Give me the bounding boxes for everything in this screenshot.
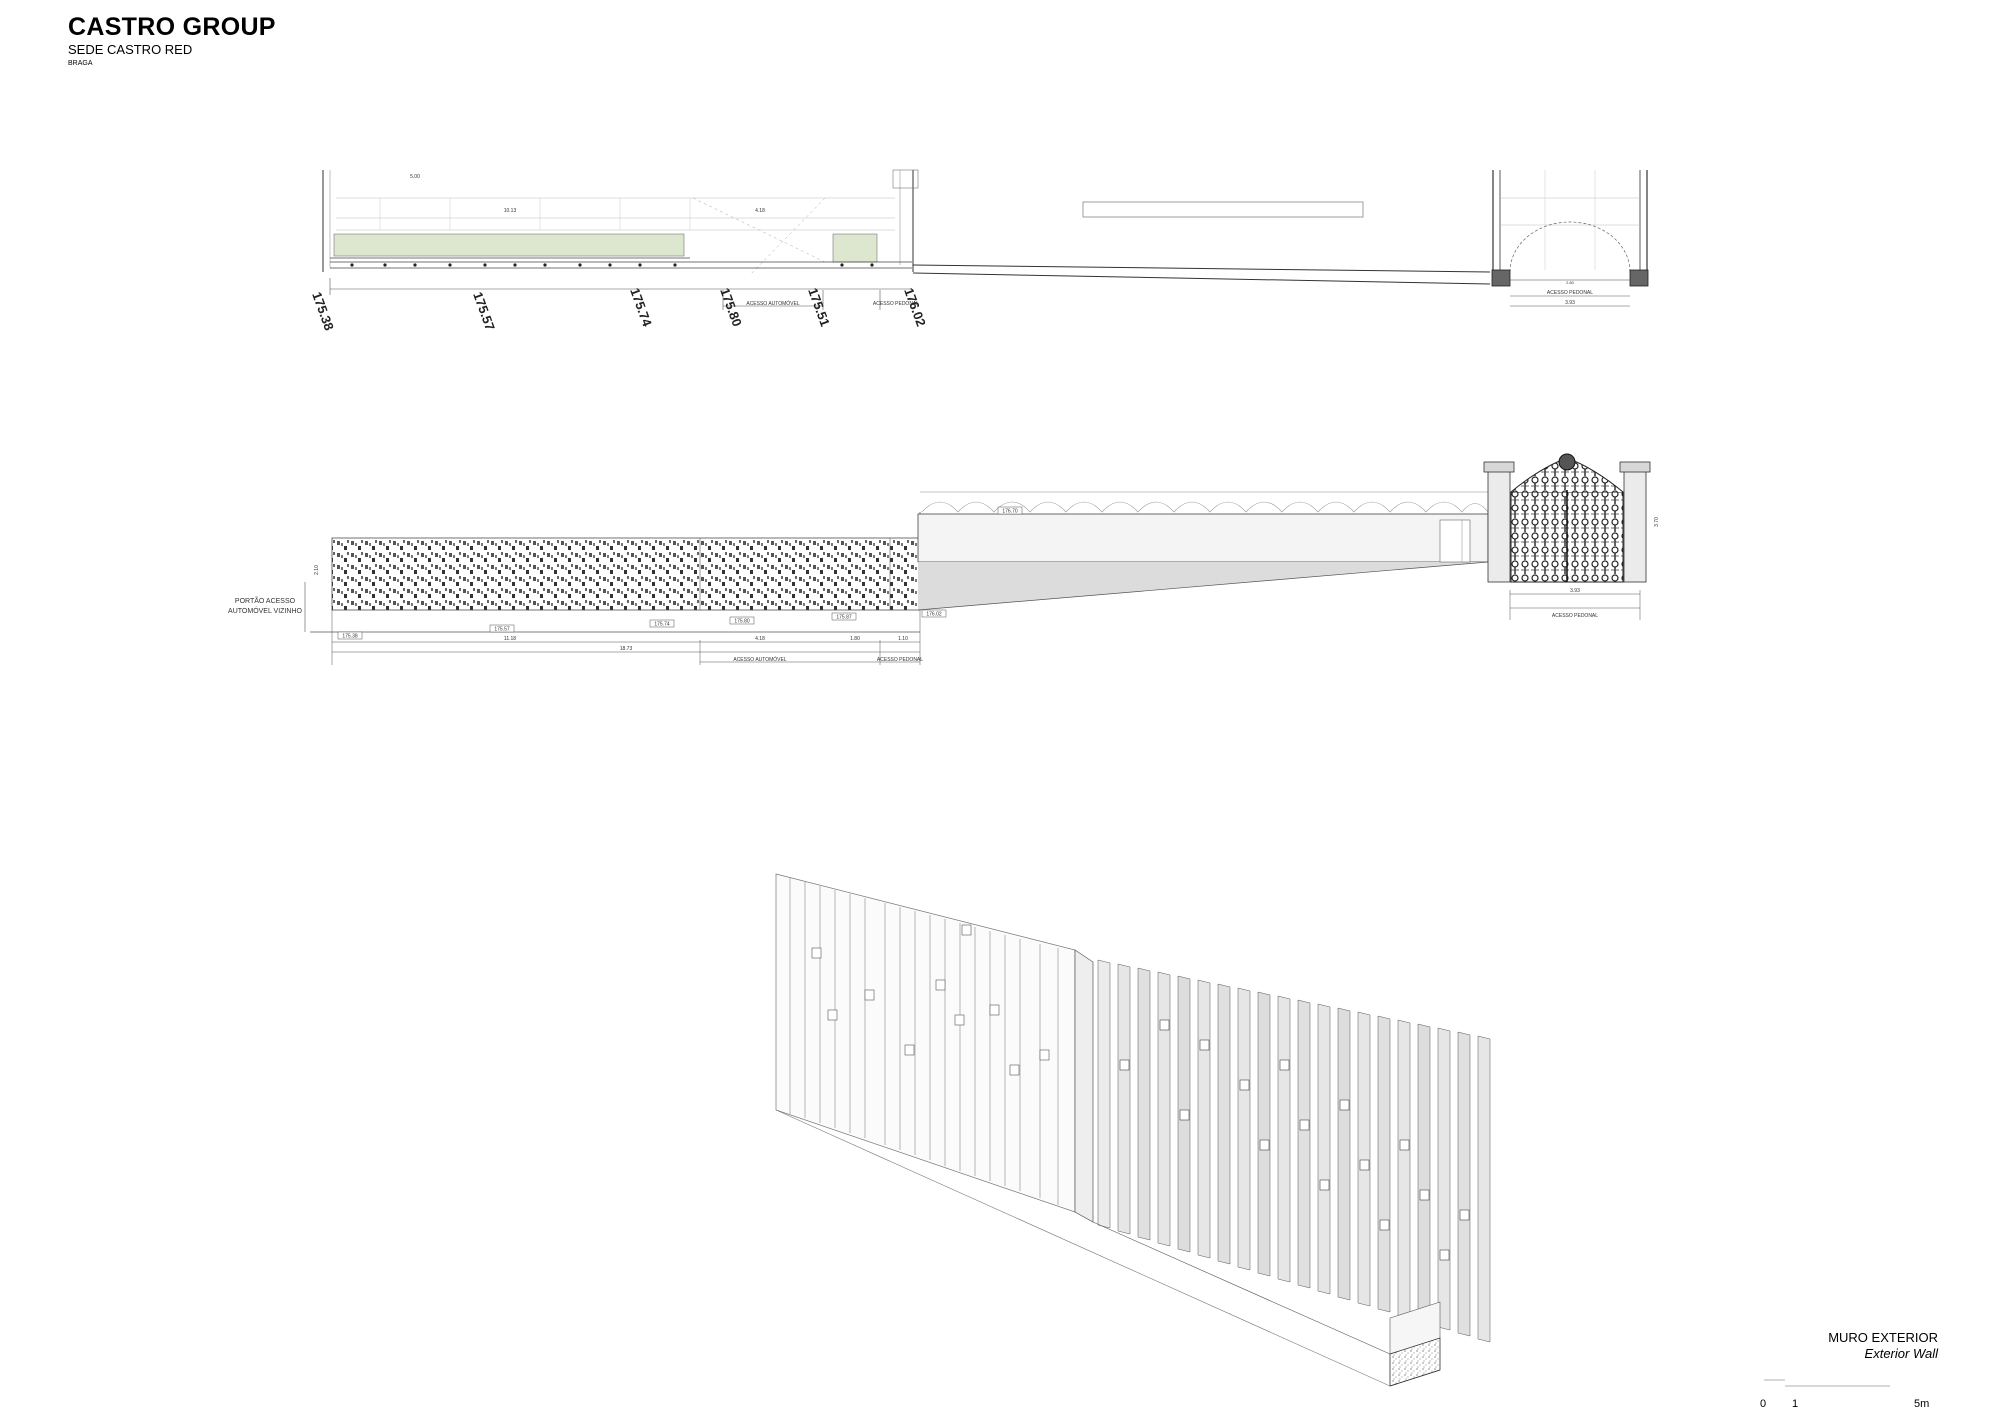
plan-gate-inner: 2.80 xyxy=(1566,280,1575,285)
scale-label-0: 0 xyxy=(1760,1398,1766,1410)
scale-bar: 0 1 5m xyxy=(1760,1379,1929,1410)
plan-post-dots xyxy=(350,263,874,267)
elev-access-ped: ACESSO PEDONAL xyxy=(1552,613,1598,619)
caption-subtitle: Exterior Wall xyxy=(1864,1346,1938,1361)
plan-dim-2: 10.13 xyxy=(504,208,517,214)
elev-dim-total: 18.73 xyxy=(620,646,633,652)
axo-front-fins xyxy=(1097,959,1491,1343)
neighbor-gate-label-1: PORTÃO ACESSO xyxy=(235,596,296,605)
elev-gate-width: 3.93 xyxy=(1570,588,1580,594)
plan-level-4: 175.80 xyxy=(717,286,745,328)
elev-dim-1: 11.18 xyxy=(504,636,516,642)
elev-level-6: 176.02 xyxy=(926,612,942,618)
axo-back-blocks xyxy=(811,924,1050,1076)
plan-level-2: 175.57 xyxy=(470,290,498,332)
plan-level-3: 175.74 xyxy=(627,286,655,329)
elevation-view: PORTÃO ACESSO AUTOMÓVEL VIZINHO 175.38 1… xyxy=(228,453,1660,665)
plan-rectangle-outline xyxy=(1082,201,1364,218)
scale-label-5m: 5m xyxy=(1914,1398,1929,1410)
project-name: SEDE CASTRO RED xyxy=(68,42,193,57)
elev-access-auto: ACESSO AUTOMÓVEL xyxy=(733,656,786,663)
elev-level-1: 175.38 xyxy=(342,634,358,640)
plan-access-auto: ACESSO AUTOMÓVEL xyxy=(746,300,799,307)
hedge-outline xyxy=(921,501,1489,513)
elevation-dimensions: 11.18 4.18 1.80 1.10 18.73 ACESSO AUTOMÓ… xyxy=(314,517,1660,663)
plan-level-labels: 175.38 175.57 175.74 175.80 175.51 176.0… xyxy=(309,286,929,332)
elev-level-3: 175.74 xyxy=(654,622,670,628)
sheet-caption: MURO EXTERIOR Exterior Wall xyxy=(1828,1330,1938,1362)
project-city: BRAGA xyxy=(68,60,93,67)
axo-back-wall xyxy=(775,873,1076,1213)
elev-level-7: 176.70 xyxy=(1002,509,1018,515)
company-name: CASTRO GROUP xyxy=(68,13,276,41)
planter-box-right xyxy=(832,233,878,263)
planter-box-left xyxy=(333,233,685,257)
axo-back-fins xyxy=(789,878,1059,1205)
elev-level-5: 175.87 xyxy=(836,615,852,621)
elev-height-right: 3.70 xyxy=(1654,517,1660,527)
plan-level-1: 175.38 xyxy=(309,290,337,332)
elev-access-ped-left: ACESSO PEDONAL xyxy=(877,657,923,663)
elev-level-4: 175.80 xyxy=(734,619,750,625)
elev-dim-3: 1.80 xyxy=(850,636,860,642)
solid-wall-elevation xyxy=(917,513,1489,563)
axonometric-view xyxy=(775,873,1491,1387)
elev-level-2: 175.57 xyxy=(494,627,510,633)
plan-gate: ACESSO PEDONAL 3.93 2.80 xyxy=(1491,170,1649,307)
plan-view: ACESSO AUTOMÓVEL ACESSO PEDONAL 5.00 10.… xyxy=(309,169,1649,332)
elevation-level-tags: 175.38 175.57 175.74 175.80 175.87 176.0… xyxy=(337,506,1023,640)
plan-access-ped: ACESSO PEDONAL xyxy=(1547,290,1593,296)
title-block: CASTRO GROUP SEDE CASTRO RED BRAGA xyxy=(68,12,276,69)
elev-height-left: 2.10 xyxy=(314,565,320,575)
plan-access-ped-left: ACESSO PEDONAL xyxy=(873,301,919,307)
plan-level-6: 176.02 xyxy=(901,286,929,328)
scale-label-1: 1 xyxy=(1792,1398,1798,1410)
plan-dim-1: 5.00 xyxy=(410,174,420,180)
elev-dim-4: 1.10 xyxy=(898,636,908,642)
perforated-wall-elevation xyxy=(331,537,921,611)
caption-title: MURO EXTERIOR xyxy=(1828,1330,1938,1345)
neighbor-gate-label-2: AUTOMÓVEL VIZINHO xyxy=(228,606,302,615)
elev-dim-2: 4.18 xyxy=(755,636,765,642)
plan-gate-width: 3.93 xyxy=(1565,300,1575,306)
ornamental-gate xyxy=(1483,453,1651,583)
plan-level-5: 175.51 xyxy=(805,286,833,328)
axo-front-blocks xyxy=(1119,1019,1470,1261)
plan-dim-3: 4.18 xyxy=(755,208,765,214)
